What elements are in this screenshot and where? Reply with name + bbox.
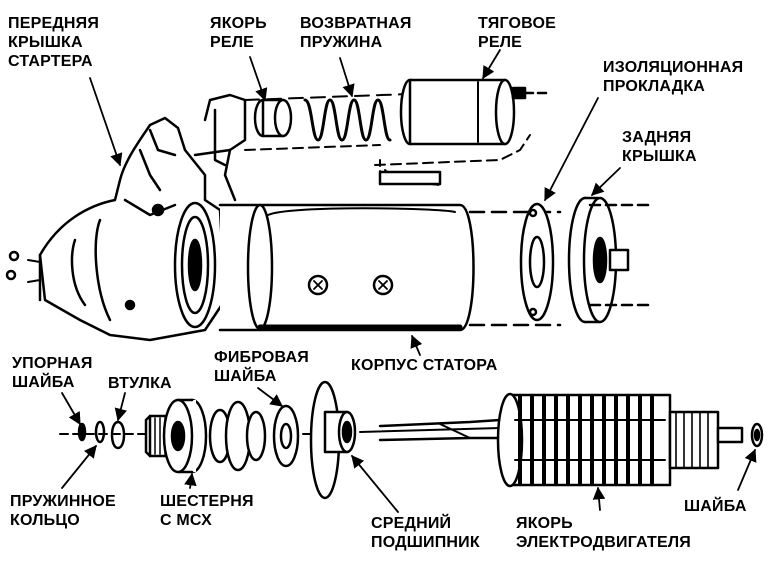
label-line: ПРУЖИННОЕ [10, 493, 116, 510]
label-fiber-washer: ФИБРОВАЯ ШАЙБА [214, 348, 309, 386]
label-line: КОРПУС СТАТОРА [351, 357, 498, 374]
label-middle-bearing: СРЕДНИЙ ПОДШИПНИК [371, 514, 480, 552]
label-line: ЭЛЕКТРОДВИГАТЕЛЯ [516, 534, 691, 551]
label-line: СТАРТЕРА [8, 53, 93, 70]
label-line: ИЗОЛЯЦИОННАЯ [603, 59, 744, 76]
leader-lines [61, 49, 757, 513]
label-insulating-gasket: ИЗОЛЯЦИОННАЯ ПРОКЛАДКА [603, 58, 743, 96]
label-line: ФИБРОВАЯ [214, 349, 309, 366]
label-line: ШАЙБА [214, 368, 277, 385]
label-line: ЯКОРЬ [210, 15, 267, 32]
label-line: ВОЗВРАТНАЯ [300, 15, 412, 32]
label-front-cover: ПЕРЕДНЯЯ КРЫШКА СТАРТЕРА [8, 14, 99, 71]
label-motor-armature: ЯКОРЬ ЭЛЕКТРОДВИГАТЕЛЯ [516, 514, 691, 552]
insulating-gasket-part [519, 202, 555, 322]
label-line: ШАЙБА [12, 374, 75, 391]
label-line: РЕЛЕ [478, 34, 523, 51]
label-thrust-washer: УПОРНАЯ ШАЙБА [12, 354, 93, 392]
label-spring-ring: ПРУЖИННОЕ КОЛЬЦО [10, 492, 116, 530]
label-line: ПЕРЕДНЯЯ [8, 15, 100, 32]
label-return-spring: ВОЗВРАТНАЯ ПРУЖИНА [300, 14, 412, 52]
label-line: ЯКОРЬ [516, 515, 573, 532]
label-traction-relay: ТЯГОВОЕ РЕЛЕ [478, 14, 556, 52]
label-line: КРЫШКА [8, 34, 83, 51]
label-gear-clutch: ШЕСТЕРНЯ С МСХ [160, 492, 254, 530]
label-bushing: ВТУЛКА [108, 374, 172, 393]
label-rear-cover: ЗАДНЯЯ КРЫШКА [622, 128, 697, 166]
shaft-parts [59, 380, 764, 500]
label-line: ШЕСТЕРНЯ [160, 493, 254, 510]
label-line: УПОРНАЯ [12, 355, 93, 372]
label-line: ПОДШИПНИК [371, 534, 480, 551]
stator-housing-part [218, 170, 562, 332]
label-line: ВТУЛКА [108, 375, 172, 392]
label-line: ЗАДНЯЯ [622, 129, 692, 146]
label-line: С МСХ [160, 512, 212, 529]
label-relay-armature: ЯКОРЬ РЕЛЕ [210, 14, 267, 52]
label-line: ПРУЖИНА [300, 34, 383, 51]
label-line: ТЯГОВОЕ [478, 15, 557, 32]
label-line: СРЕДНИЙ [371, 515, 452, 532]
relay-assembly [193, 78, 552, 202]
label-line: КОЛЬЦО [10, 512, 80, 529]
front-cover-part [5, 116, 227, 342]
label-line: КРЫШКА [622, 148, 697, 165]
rear-cover-part [567, 196, 652, 324]
label-line: ШАЙБА [684, 498, 747, 515]
label-washer: ШАЙБА [684, 497, 747, 516]
label-stator-housing: КОРПУС СТАТОРА [351, 356, 497, 375]
label-line: РЕЛЕ [210, 34, 255, 51]
label-line: ПРОКЛАДКА [603, 78, 706, 95]
